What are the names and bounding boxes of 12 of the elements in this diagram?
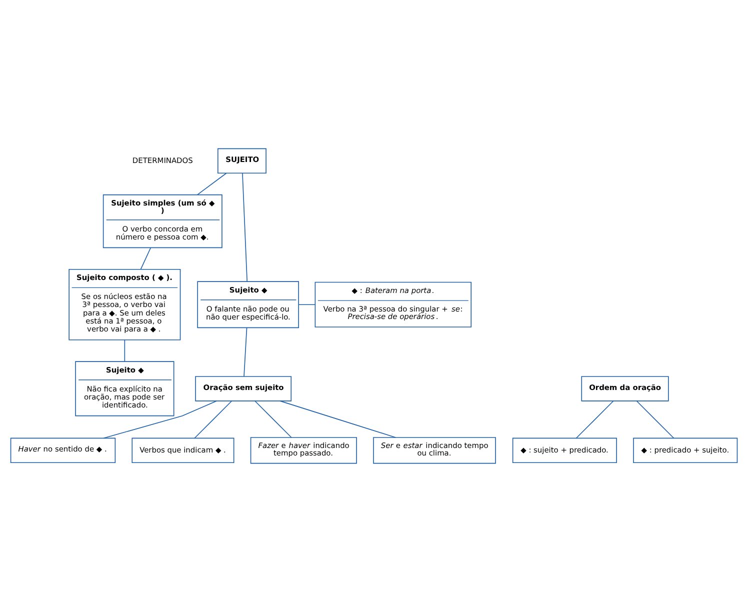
connector: [140, 246, 152, 270]
connector: [636, 400, 674, 438]
connector: [244, 326, 248, 376]
connector: [194, 400, 232, 438]
connector: [254, 400, 292, 438]
connector: [298, 304, 316, 305]
connector: [242, 172, 248, 282]
connector: [103, 400, 217, 438]
connector: [280, 400, 396, 438]
connector: [196, 172, 227, 195]
connector: [576, 400, 614, 438]
connector: [124, 339, 126, 362]
